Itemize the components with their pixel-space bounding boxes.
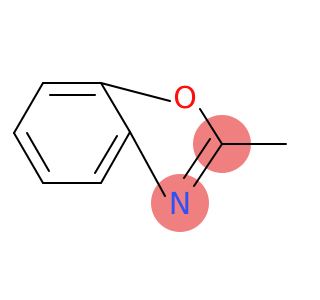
double-bond-left [26, 132, 50, 172]
bond-n-c3a [129, 131, 166, 197]
bond-c5-c7a [100, 82, 131, 133]
oxygen-atom-label: O [173, 81, 197, 116]
bond-c5-o [100, 82, 171, 102]
bond-c7-c6 [13, 132, 44, 184]
double-bond-c2-n [183, 138, 211, 179]
bond-c7a-c3a [100, 131, 131, 184]
bond-c2-n [193, 143, 223, 187]
molecule-structure: O N [13, 81, 287, 232]
nitrogen-atom-label: N [169, 187, 191, 222]
molecule-diagram: O N [13, 81, 287, 232]
bond-c6-c4 [13, 82, 44, 134]
highlight-n [151, 174, 209, 232]
bond-o-c2 [199, 108, 223, 145]
double-bond-right [94, 135, 118, 174]
